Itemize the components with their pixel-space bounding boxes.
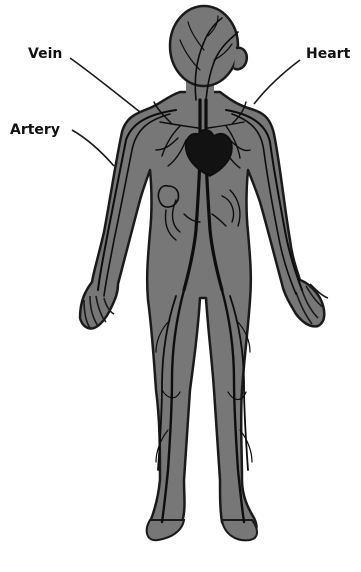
feet xyxy=(147,520,257,540)
heart-leader-line xyxy=(254,60,300,104)
vein-leader-line xyxy=(70,58,140,112)
vein-label: Vein xyxy=(28,46,62,62)
heart-label: Heart xyxy=(306,46,351,62)
artery-leader-line xyxy=(72,130,114,166)
artery-label: Artery xyxy=(10,122,60,138)
